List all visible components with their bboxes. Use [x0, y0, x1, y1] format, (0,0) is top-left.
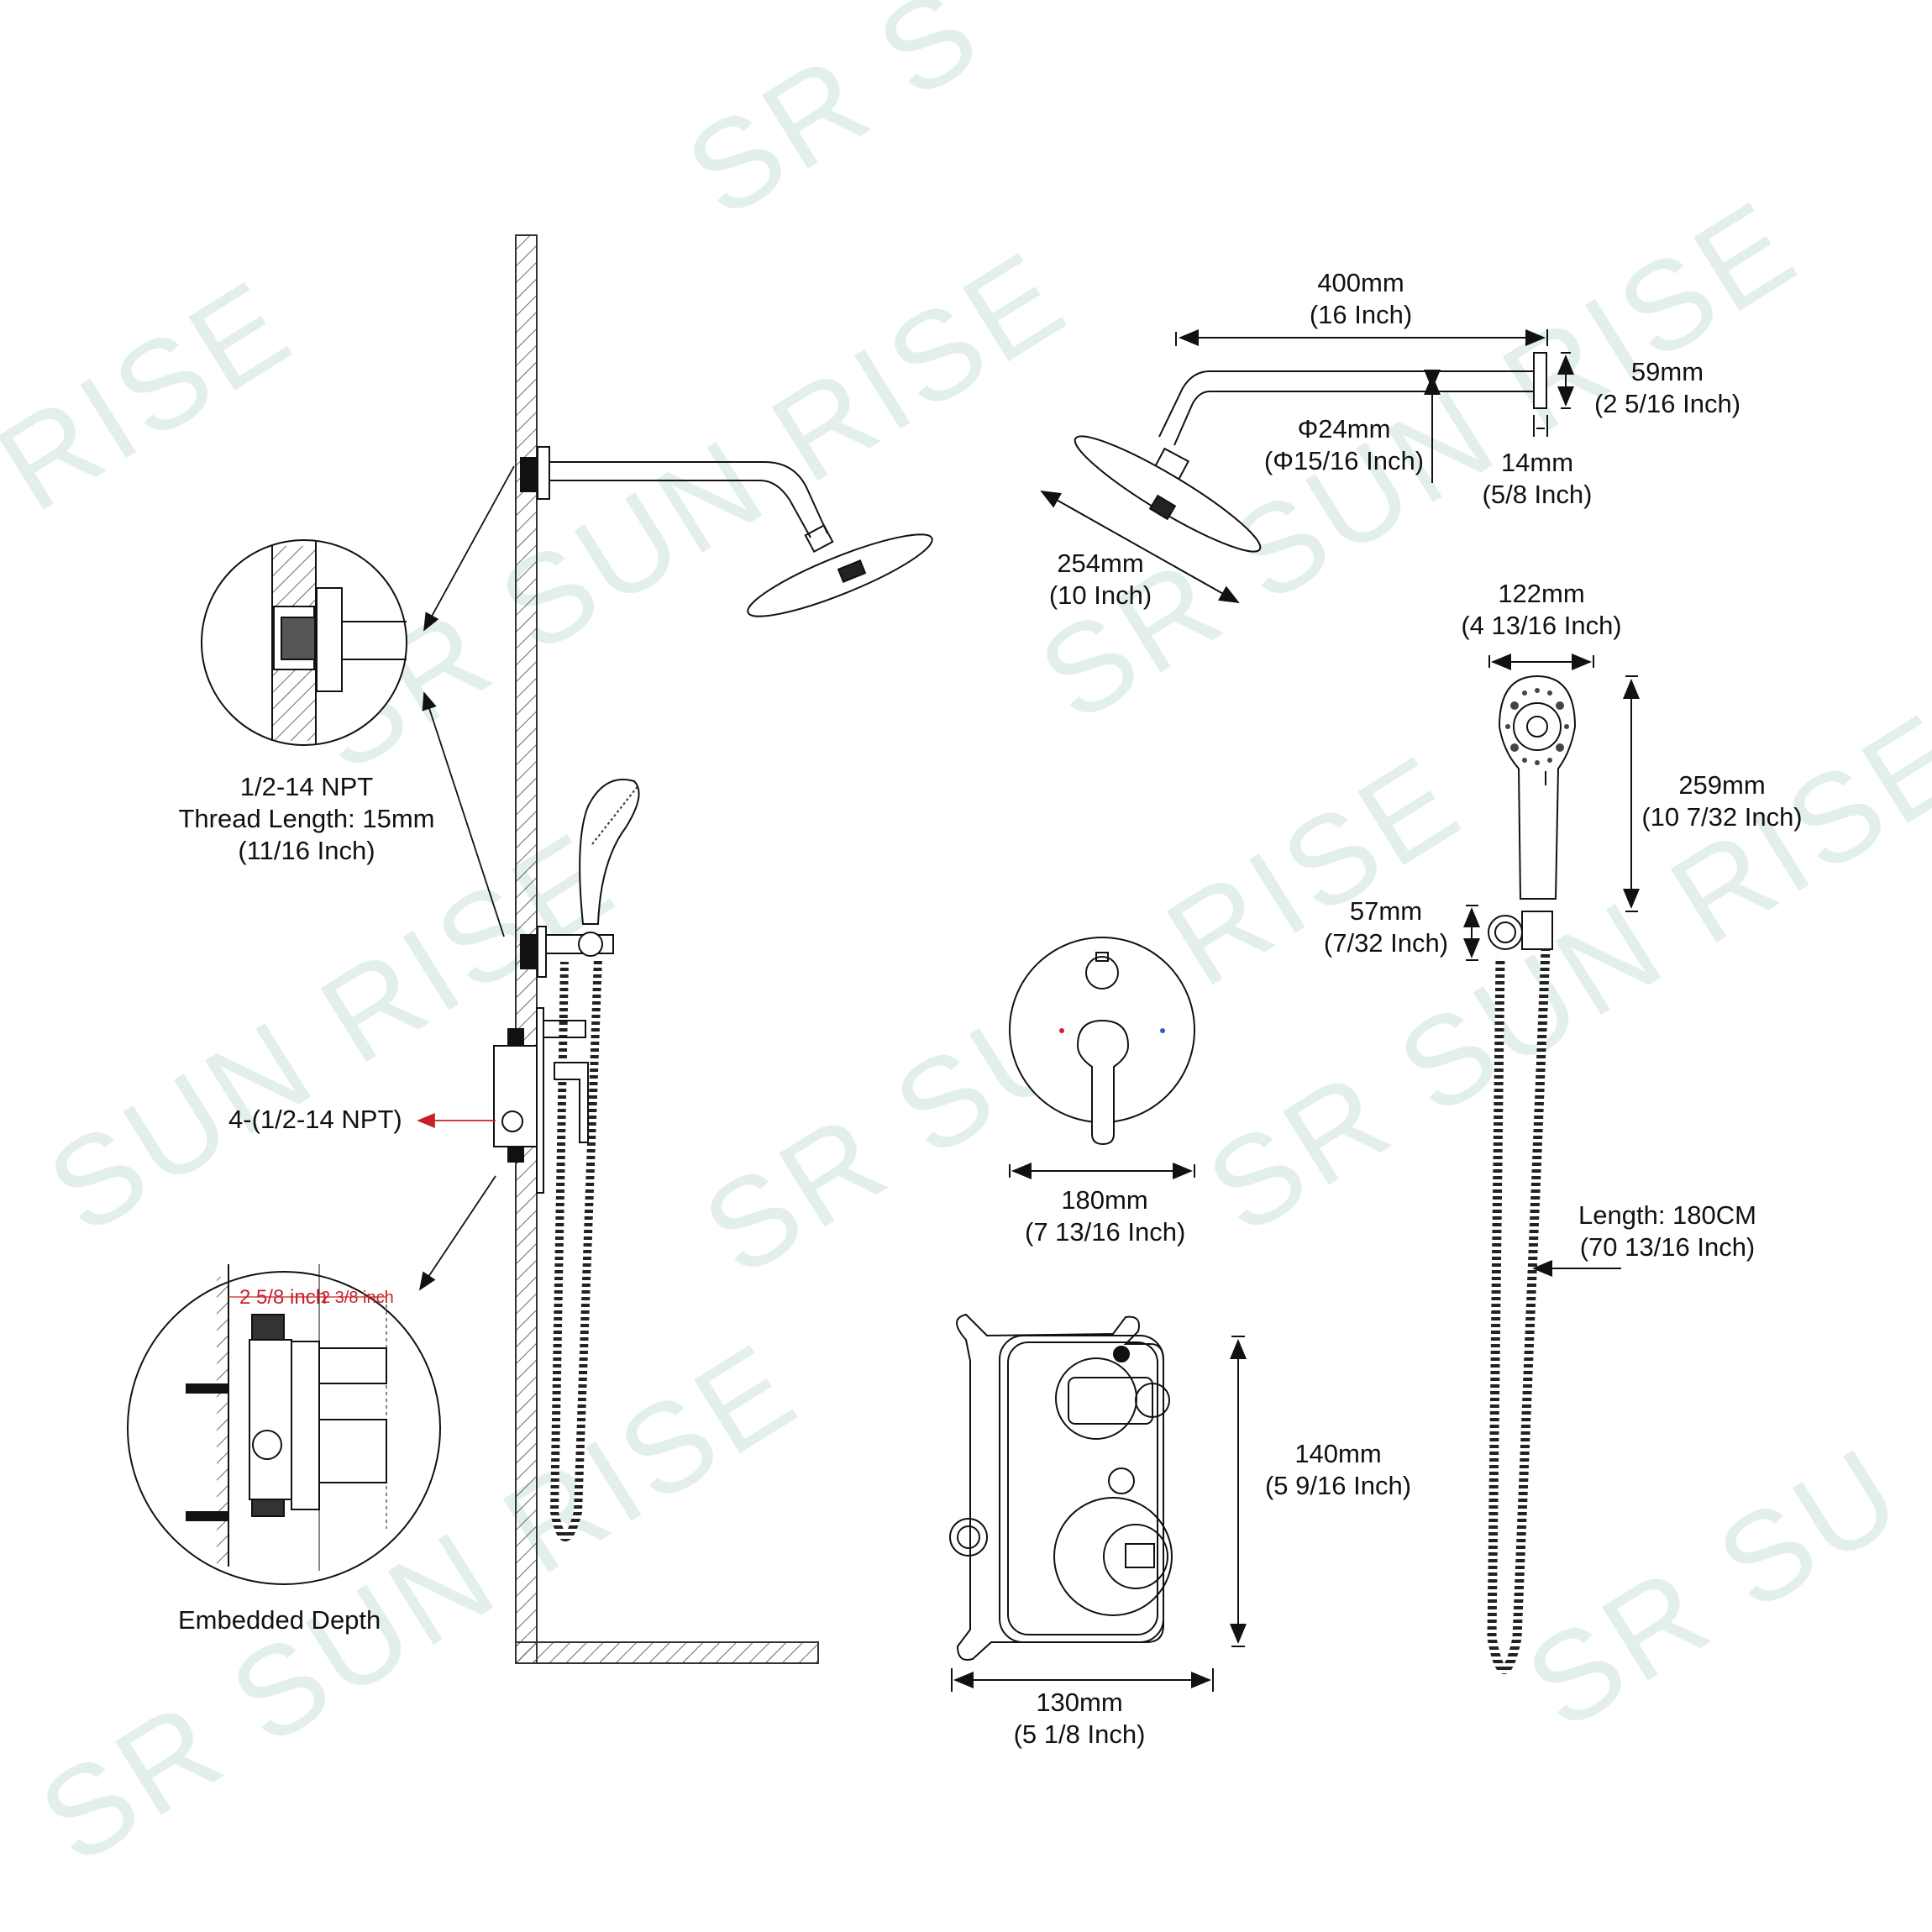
trim-plate-diameter-label: 180mm (7 13/16 Inch): [1025, 1184, 1186, 1248]
flange-depth-label: 14mm (5/8 Inch): [1462, 447, 1613, 511]
shower-arm-installed: [520, 446, 933, 617]
trim-plate-diameter-mm: 180mm: [1061, 1185, 1148, 1215]
flange-height-label: 59mm (2 5/16 Inch): [1583, 356, 1751, 420]
hose-length: Length: 180CM: [1578, 1200, 1756, 1230]
rain-head-diameter-label: 254mm (10 Inch): [1033, 548, 1168, 612]
valve-width-mm: 130mm: [1036, 1688, 1123, 1717]
thread-length-inch: (11/16 Inch): [238, 836, 375, 865]
valve-body-drawing: [949, 1313, 1247, 1692]
thread-detail-circle: [201, 539, 407, 746]
embedded-depth-title: Embedded Depth: [178, 1605, 381, 1635]
thread-spec-label: 1/2-14 NPT Thread Length: 15mm (11/16 In…: [168, 771, 445, 867]
valve-height-mm: 140mm: [1294, 1439, 1382, 1468]
thread-spec: 1/2-14 NPT: [239, 772, 374, 801]
thread-length: Thread Length: 15mm: [178, 804, 435, 833]
hand-shower-installed: [520, 779, 640, 1541]
arm-diameter-in: (Φ15/16 Inch): [1263, 446, 1425, 475]
hand-shower-length-label: 259mm (10 7/32 Inch): [1634, 769, 1810, 833]
arm-length-in: (16 Inch): [1309, 300, 1413, 329]
rain-head-diameter-in: (10 Inch): [1048, 580, 1152, 610]
leader-lines: [419, 465, 515, 1291]
valve-height-label: 140mm (5 9/16 Inch): [1258, 1438, 1418, 1502]
hand-shower-width-label: 122mm (4 13/16 Inch): [1453, 578, 1630, 642]
holder-height-mm: 57mm: [1349, 896, 1423, 926]
hand-shower-drawing: [1463, 654, 1640, 1674]
hand-shower-width-in: (4 13/16 Inch): [1461, 611, 1622, 640]
embedded-depth-circle: [127, 1264, 441, 1585]
shower-arm-drawing: [1040, 329, 1574, 603]
hand-shower-length-in: (10 7/32 Inch): [1641, 802, 1803, 832]
hand-shower-length-mm: 259mm: [1678, 770, 1766, 800]
valve-width-label: 130mm (5 1/8 Inch): [1004, 1687, 1155, 1751]
rain-head-diameter-mm: 254mm: [1057, 549, 1144, 578]
embedded-depth-dim-left: 2 5/8 inch: [239, 1286, 328, 1309]
valve-installed: [493, 1007, 589, 1194]
arm-length-mm: 400mm: [1317, 268, 1404, 297]
valve-ports-label: 4-(1/2-14 NPT): [228, 1105, 402, 1134]
hand-shower-width-mm: 122mm: [1498, 579, 1585, 608]
valve-width-in: (5 1/8 Inch): [1013, 1719, 1146, 1749]
flange-height-in: (2 5/16 Inch): [1593, 389, 1741, 418]
hose-length-in: (70 13/16 Inch): [1579, 1232, 1756, 1262]
trim-plate-drawing: [1009, 937, 1195, 1179]
holder-height-in: (7/32 Inch): [1323, 928, 1449, 958]
arm-diameter-label: Φ24mm (Φ15/16 Inch): [1252, 413, 1436, 477]
arm-length-label: 400mm (16 Inch): [1277, 267, 1445, 331]
flange-depth-in: (5/8 Inch): [1482, 480, 1593, 509]
trim-plate-diameter-in: (7 13/16 Inch): [1025, 1217, 1186, 1247]
arm-diameter-mm: Φ24mm: [1297, 414, 1391, 444]
hose-length-label: Length: 180CM (70 13/16 Inch): [1571, 1200, 1764, 1263]
flange-height-mm: 59mm: [1630, 357, 1704, 386]
holder-height-label: 57mm (7/32 Inch): [1319, 895, 1453, 959]
embedded-depth-dim-right: 2 3/8 inch: [321, 1289, 394, 1307]
flange-depth-mm: 14mm: [1500, 448, 1574, 477]
valve-height-in: (5 9/16 Inch): [1264, 1471, 1412, 1500]
